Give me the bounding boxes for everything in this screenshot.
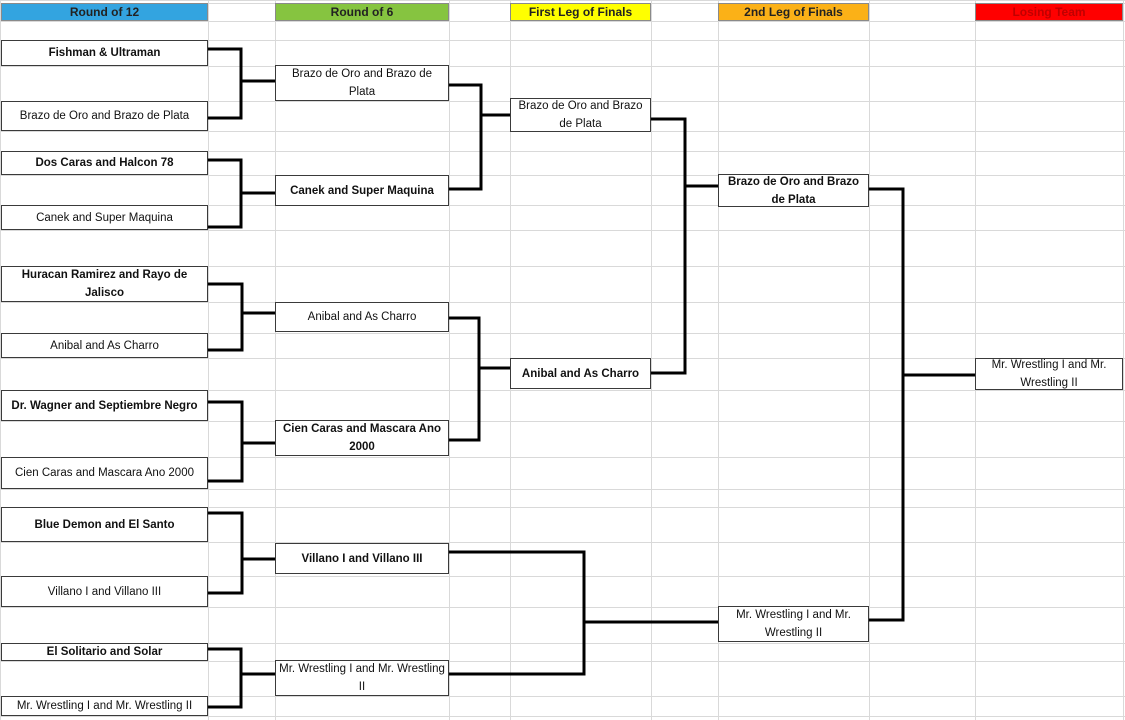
round12-team-2: Brazo de Oro and Brazo de Plata: [1, 101, 208, 131]
round12-team-6: Anibal and As Charro: [1, 333, 208, 358]
round12-team-5: Huracan Ramirez and Rayo de Jalisco: [1, 266, 208, 302]
second-leg-team-1: Brazo de Oro and Brazo de Plata: [718, 174, 869, 207]
round12-team-9: Blue Demon and El Santo: [1, 507, 208, 542]
round12-team-10: Villano I and Villano III: [1, 576, 208, 607]
round6-team-4: Cien Caras and Mascara Ano 2000: [275, 420, 449, 456]
round6-team-3: Anibal and As Charro: [275, 302, 449, 332]
header-first-leg-of-finals: First Leg of Finals: [510, 3, 651, 21]
header-losing-team: Losing Team: [975, 3, 1123, 21]
round12-team-11: El Solitario and Solar: [1, 643, 208, 661]
round6-team-2: Canek and Super Maquina: [275, 175, 449, 206]
round12-team-8: Cien Caras and Mascara Ano 2000: [1, 457, 208, 489]
round6-team-1: Brazo de Oro and Brazo de Plata: [275, 65, 449, 101]
round6-team-5: Villano I and Villano III: [275, 543, 449, 574]
round12-team-3: Dos Caras and Halcon 78: [1, 151, 208, 175]
first-leg-team-1: Brazo de Oro and Brazo de Plata: [510, 98, 651, 132]
first-leg-team-2: Anibal and As Charro: [510, 358, 651, 389]
header-second-leg-of-finals: 2nd Leg of Finals: [718, 3, 869, 21]
round12-team-4: Canek and Super Maquina: [1, 205, 208, 230]
header-round-of-12: Round of 12: [1, 3, 208, 21]
header-round-of-6: Round of 6: [275, 3, 449, 21]
round12-team-7: Dr. Wagner and Septiembre Negro: [1, 390, 208, 421]
round12-team-12: Mr. Wrestling I and Mr. Wrestling II: [1, 696, 208, 716]
losing-team: Mr. Wrestling I and Mr. Wrestling II: [975, 358, 1123, 390]
round12-team-1: Fishman & Ultraman: [1, 40, 208, 66]
second-leg-team-2: Mr. Wrestling I and Mr. Wrestling II: [718, 606, 869, 642]
round6-team-6: Mr. Wrestling I and Mr. Wrestling II: [275, 660, 449, 696]
